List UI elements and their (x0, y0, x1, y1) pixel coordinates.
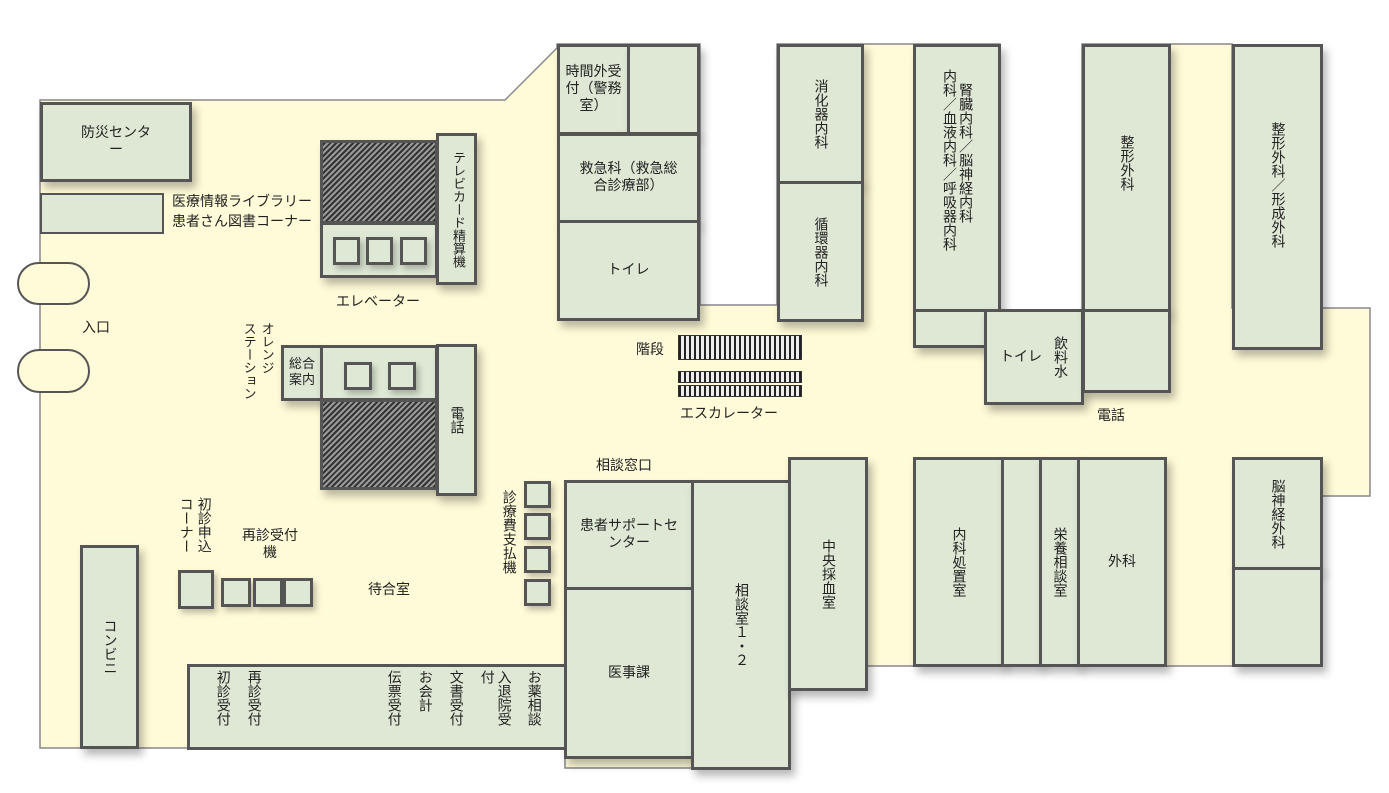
revisit-machine-label: 再診受付機 (242, 528, 298, 561)
room-label: 電話 (448, 406, 465, 434)
surgery[interactable]: 外科 (1077, 457, 1167, 667)
room-label: 防災センター (81, 125, 151, 158)
counter-payment[interactable]: お会計 (416, 670, 433, 712)
phone-booth[interactable]: 電話 (436, 344, 477, 496)
entrance-label: 入口 (82, 320, 110, 336)
room-label: 外科 (1108, 553, 1136, 570)
stairs[interactable] (678, 335, 802, 360)
escalator-down[interactable] (678, 385, 802, 397)
orthopedics[interactable]: 整形外科 (1082, 44, 1171, 312)
info-desk[interactable]: 総合案内 (281, 345, 323, 401)
patient-support-center[interactable]: 患者サポートセンター (564, 480, 694, 590)
consult-window-label: 相談窓口 (596, 458, 652, 474)
room-label: 脳神経外科 (1269, 478, 1286, 549)
room-label: トイレ (999, 348, 1042, 365)
escalator-label: エスカレーター (680, 406, 778, 422)
room-label: トイレ (607, 262, 650, 279)
stairs-label: 階段 (636, 342, 664, 358)
room-label: 中央採血室 (820, 539, 837, 609)
first-visit-kiosk[interactable] (178, 570, 214, 609)
room-label: 飲料水 (1052, 336, 1069, 378)
room-label: 栄養相談室 (1051, 527, 1068, 597)
elevator-door[interactable] (400, 237, 427, 265)
payment-machine[interactable] (524, 513, 551, 540)
elevator-shaft (320, 140, 438, 224)
room-label: 整形外科 (1118, 135, 1135, 191)
room-unlabeled[interactable] (1232, 567, 1323, 667)
room-label: 腎臓内科／脳神経内科 (957, 83, 974, 223)
elevator-hall-2[interactable] (320, 345, 438, 401)
room-label: 時間外受付（警務室） (565, 64, 622, 114)
room-label: 整形外科／形成外科 (1269, 122, 1286, 248)
room-label: 医事課 (608, 664, 650, 681)
elevator-door[interactable] (333, 237, 360, 265)
room-disaster-center[interactable]: 防災センター (40, 102, 192, 182)
elevator-door[interactable] (366, 237, 393, 265)
payment-machine[interactable] (524, 579, 551, 606)
room-unlabeled[interactable] (913, 309, 987, 348)
tv-card-machine[interactable]: テレビカード精算機 (436, 133, 477, 285)
elevator-shaft (320, 399, 438, 490)
room-unlabeled[interactable] (627, 44, 700, 135)
counter-admission[interactable]: 入退院受付 (478, 670, 512, 726)
counter-revisit[interactable]: 再診受付 (245, 670, 262, 726)
counter-first-visit[interactable]: 初診受付 (214, 670, 231, 726)
library-label-2: 患者さん図書コーナー (172, 214, 312, 230)
room-label: 内科処置室 (950, 527, 967, 597)
room-label: 総合案内 (288, 357, 315, 388)
nutrition-consult[interactable]: 栄養相談室 (1039, 457, 1080, 667)
blood-collection[interactable]: 中央採血室 (788, 457, 868, 691)
orange-station-label-2: ステーション (240, 322, 256, 400)
revisit-machine[interactable] (283, 578, 313, 607)
payment-machine[interactable] (524, 481, 551, 508)
internal-medicine[interactable]: 内科／血液内科／呼吸器内科腎臓内科／脳神経内科 (913, 44, 1001, 312)
revisit-machine[interactable] (253, 578, 283, 607)
first-visit-corner-label-1: 初診申込 (195, 497, 212, 553)
elevator-door[interactable] (388, 362, 416, 390)
payment-machine[interactable] (524, 546, 551, 573)
room-unlabeled[interactable] (1082, 309, 1171, 393)
counter-documents[interactable]: 文書受付 (447, 670, 464, 726)
neurosurgery[interactable]: 脳神経外科 (1232, 457, 1323, 570)
treatment-room[interactable]: 内科処置室 (913, 457, 1004, 667)
entrance-door[interactable] (17, 262, 90, 305)
orange-station-label-1: オレンジ (258, 322, 274, 374)
library-label-1: 医療情報ライブラリー (172, 194, 312, 210)
emergency-dept[interactable]: 救急科（救急総合診療部） (557, 133, 700, 223)
room-unlabeled[interactable] (1001, 457, 1042, 667)
revisit-machine[interactable] (221, 578, 251, 607)
payment-machine-label: 診療費支払機 (500, 490, 517, 574)
phone-label: 電話 (1097, 408, 1125, 424)
room-library[interactable] (40, 193, 164, 234)
room-label: 循環器内科 (812, 216, 829, 287)
reception-counter (187, 664, 567, 750)
room-label: 患者サポートセンター (580, 518, 678, 551)
consultation-rooms[interactable]: 相談室１・２ (691, 480, 791, 770)
room-label: 救急科（救急総合診療部） (579, 161, 678, 194)
entrance-door[interactable] (17, 349, 90, 393)
room-label: 内科／血液内科／呼吸器内科 (941, 69, 957, 251)
toilet[interactable]: トイレ (557, 220, 700, 321)
elevator-label: エレベーター (336, 294, 420, 310)
counter-medication[interactable]: お薬相談 (525, 670, 542, 726)
room-label: テレビカード精算機 (449, 150, 465, 268)
medical-affairs[interactable]: 医事課 (564, 587, 694, 759)
counter-slip[interactable]: 伝票受付 (385, 670, 402, 726)
room-label: 相談室１・２ (733, 583, 750, 667)
gastroenterology[interactable]: 消化器内科 (777, 44, 864, 184)
waiting-room-label: 待合室 (368, 582, 410, 598)
after-hours-reception[interactable]: 時間外受付（警務室） (557, 44, 630, 135)
cardiology[interactable]: 循環器内科 (777, 181, 864, 322)
toilet-drinking[interactable]: トイレ飲料水 (984, 309, 1084, 405)
escalator-up[interactable] (678, 371, 802, 383)
convenience-store[interactable]: コンビニ (80, 545, 139, 749)
first-visit-corner-label-2: コーナー (177, 497, 194, 553)
room-label: コンビニ (101, 619, 118, 675)
room-label: 消化器内科 (812, 79, 829, 149)
orthopedics-plastic[interactable]: 整形外科／形成外科 (1232, 44, 1323, 350)
elevator-door[interactable] (344, 362, 372, 390)
